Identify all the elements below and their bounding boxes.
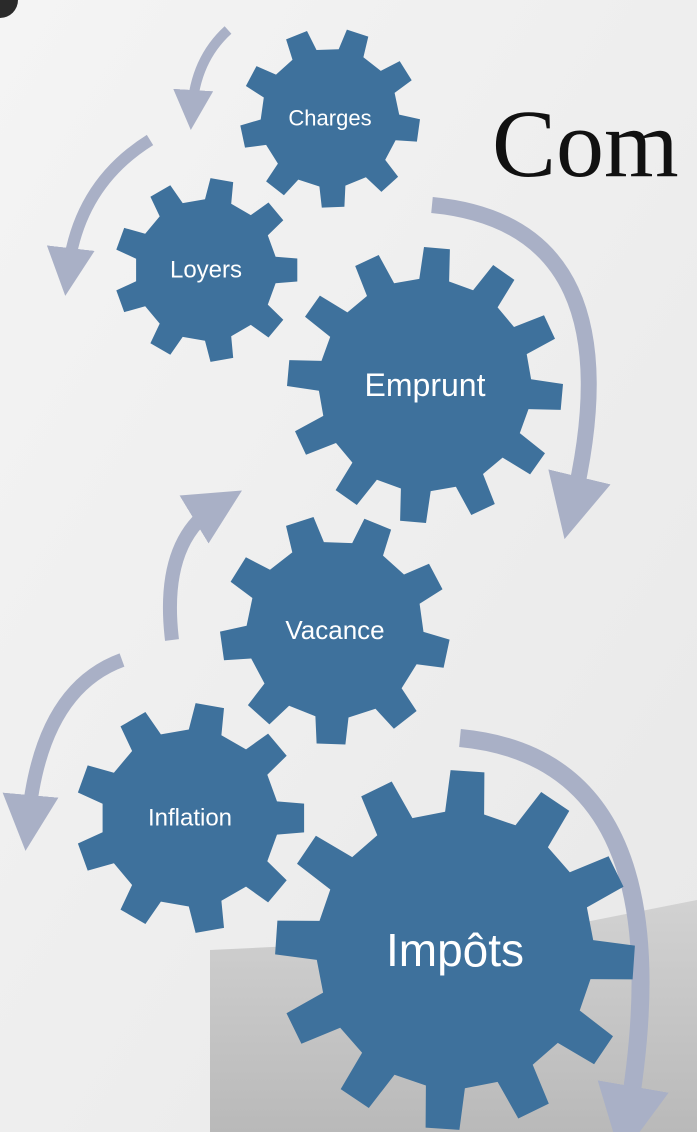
arrow-vacance [162,490,242,641]
gear-charges: Charges [240,29,420,208]
gear-emprunt-label: Emprunt [365,367,486,403]
arrow-charges [173,26,232,130]
arrow-inflation [2,653,125,851]
gear-emprunt-shape [287,247,563,523]
gear-charges-label: Charges [288,106,371,131]
gear-emprunt: Emprunt [287,247,563,523]
gear-loyers-shape [116,178,298,362]
slide-title-fragment: Com [492,90,679,197]
gear-inflation: Inflation [77,703,305,933]
corner-circle [0,0,18,18]
arrow-loyers [46,134,154,296]
gear-vacance-shape [220,517,450,745]
arrow-impots [459,729,669,1132]
gear-loyers: Loyers [116,178,298,362]
gear-loyers-label: Loyers [170,257,242,284]
gear-vacance: Vacance [220,517,450,745]
gear-vacance-label: Vacance [285,615,384,645]
gear-impots-shape [275,770,635,1130]
gear-charges-shape [240,29,420,208]
gear-inflation-shape [77,703,305,933]
gear-inflation-label: Inflation [148,805,232,832]
arrow-emprunt [431,197,611,540]
gear-impots: Impôts [275,770,635,1130]
gear-impots-label: Impôts [386,924,524,976]
arrow-group [2,26,669,1132]
gear-group: ChargesLoyersEmpruntVacanceInflationImpô… [77,29,635,1130]
